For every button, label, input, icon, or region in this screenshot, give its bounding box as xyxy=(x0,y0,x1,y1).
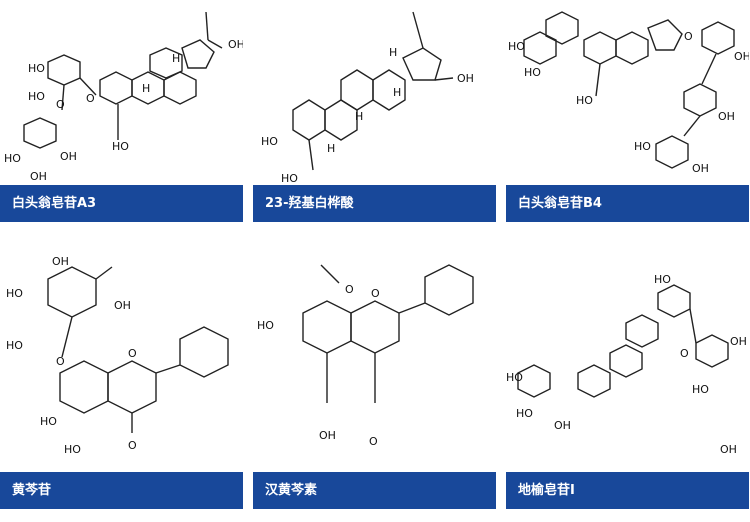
svg-text:O: O xyxy=(371,287,380,300)
svg-text:OH: OH xyxy=(730,335,747,348)
svg-text:HO: HO xyxy=(6,339,23,352)
svg-text:O: O xyxy=(369,435,378,448)
svg-text:HO: HO xyxy=(692,383,709,396)
svg-text:H: H xyxy=(172,52,180,65)
svg-text:HO: HO xyxy=(257,319,274,332)
structure-image: OH HO HO OH O O O HO HO xyxy=(0,253,243,472)
product-card-23-hydroxybetulinic-acid[interactable]: HO HO OH H H H H 23-羟基白桦酸 xyxy=(253,0,496,222)
svg-text:O: O xyxy=(86,92,95,105)
structure-image: HO HO OH H H H H xyxy=(253,0,496,185)
svg-text:HO: HO xyxy=(634,140,651,153)
svg-text:HO: HO xyxy=(28,90,45,103)
product-card-pulsatilla-saponin-b4[interactable]: HO HO HO HO OH OH OH O 白头翁皂苷B4 xyxy=(506,0,749,222)
card-label: 黄芩苷 xyxy=(0,472,243,509)
svg-text:HO: HO xyxy=(516,407,533,420)
svg-text:HO: HO xyxy=(64,443,81,456)
structure-image: HO HO HO HO OH OH OH O xyxy=(506,0,749,185)
card-label: 地榆皂苷I xyxy=(506,472,749,509)
svg-text:OH: OH xyxy=(228,38,243,51)
svg-text:O: O xyxy=(56,98,65,111)
svg-text:HO: HO xyxy=(281,172,298,185)
structure-image: O HO O OH O xyxy=(253,253,496,472)
card-label: 白头翁皂苷A3 xyxy=(0,185,243,222)
svg-text:OH: OH xyxy=(718,110,735,123)
svg-text:O: O xyxy=(680,347,689,360)
product-card-wogonin[interactable]: O HO O OH O 汉黄芩素 xyxy=(253,253,496,522)
svg-text:HO: HO xyxy=(28,62,45,75)
svg-text:H: H xyxy=(389,46,397,59)
svg-text:OH: OH xyxy=(30,170,47,183)
svg-text:O: O xyxy=(684,30,693,43)
svg-text:HO: HO xyxy=(508,40,525,53)
svg-text:HO: HO xyxy=(524,66,541,79)
svg-text:OH: OH xyxy=(319,429,336,442)
card-label: 23-羟基白桦酸 xyxy=(253,185,496,222)
svg-text:H: H xyxy=(393,86,401,99)
svg-text:HO: HO xyxy=(576,94,593,107)
svg-text:HO: HO xyxy=(506,371,523,384)
svg-text:OH: OH xyxy=(114,299,131,312)
card-label: 汉黄芩素 xyxy=(253,472,496,509)
product-card-baicalin[interactable]: OH HO HO OH O O O HO HO 黄芩苷 xyxy=(0,253,243,522)
svg-text:H: H xyxy=(327,142,335,155)
svg-text:O: O xyxy=(128,439,137,452)
svg-text:OH: OH xyxy=(692,162,709,175)
svg-text:OH: OH xyxy=(554,419,571,432)
svg-text:O: O xyxy=(345,283,354,296)
structure-image: HO HO HO OH O OH HO OH xyxy=(506,253,749,472)
product-card-pulsatilla-saponin-a3[interactable]: HO HO HO OH OH O O HO OH H H 白头翁皂苷A3 xyxy=(0,0,243,222)
svg-text:O: O xyxy=(56,355,65,368)
card-label: 白头翁皂苷B4 xyxy=(506,185,749,222)
svg-text:OH: OH xyxy=(457,72,474,85)
svg-text:OH: OH xyxy=(734,50,749,63)
svg-text:HO: HO xyxy=(112,140,129,153)
structure-image: HO HO HO OH OH O O HO OH H H xyxy=(0,0,243,185)
svg-text:HO: HO xyxy=(261,135,278,148)
svg-text:OH: OH xyxy=(52,255,69,268)
svg-text:HO: HO xyxy=(654,273,671,286)
product-card-ziyuglycoside-i[interactable]: HO HO HO OH O OH HO OH 地榆皂苷I xyxy=(506,253,749,522)
svg-text:H: H xyxy=(355,110,363,123)
svg-text:H: H xyxy=(142,82,150,95)
svg-text:O: O xyxy=(128,347,137,360)
svg-text:OH: OH xyxy=(720,443,737,456)
svg-text:HO: HO xyxy=(40,415,57,428)
svg-text:HO: HO xyxy=(4,152,21,165)
svg-text:OH: OH xyxy=(60,150,77,163)
svg-text:HO: HO xyxy=(6,287,23,300)
